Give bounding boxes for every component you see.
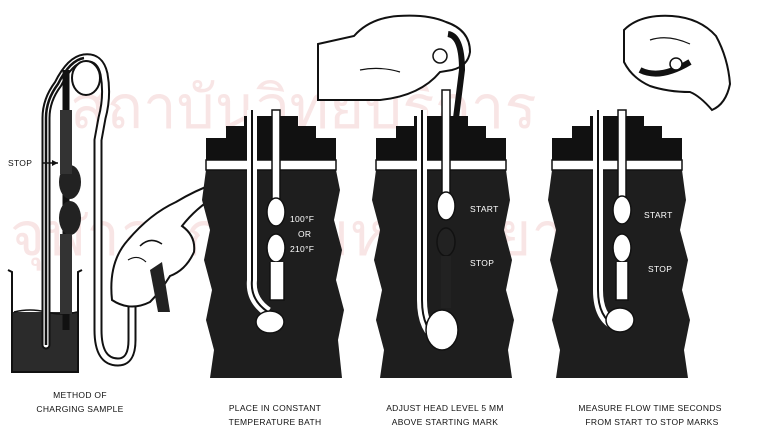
stop-label: STOP — [648, 264, 672, 274]
or-label: OR — [298, 229, 311, 239]
stop-label: STOP — [8, 158, 32, 168]
start-label: START — [644, 210, 673, 220]
caption-measure-line-1: MEASURE FLOW TIME SECONDS — [578, 403, 721, 413]
panel-measure: START STOP MEASURE FLOW TIME SECONDS FRO… — [548, 16, 730, 427]
caption-measure-line-2: FROM START TO STOP MARKS — [585, 417, 718, 427]
caption-bath-line-2: TEMPERATURE BATH — [229, 417, 322, 427]
caption-charging-line-1: METHOD OF — [53, 390, 107, 400]
caption-adjust-line-2: ABOVE STARTING MARK — [392, 417, 498, 427]
stop-label: STOP — [470, 258, 494, 268]
hand-illustration — [624, 16, 730, 110]
temperature-a-label: 100°F — [290, 214, 314, 224]
panel-bath: 100°F OR 210°F PLACE IN CONSTANT TEMPERA… — [202, 110, 344, 427]
caption-adjust-line-1: ADJUST HEAD LEVEL 5 MM — [386, 403, 504, 413]
temperature-b-label: 210°F — [290, 244, 314, 254]
start-label: START — [470, 204, 499, 214]
caption-bath-line-1: PLACE IN CONSTANT — [229, 403, 321, 413]
caption-charging-line-2: CHARGING SAMPLE — [36, 404, 123, 414]
